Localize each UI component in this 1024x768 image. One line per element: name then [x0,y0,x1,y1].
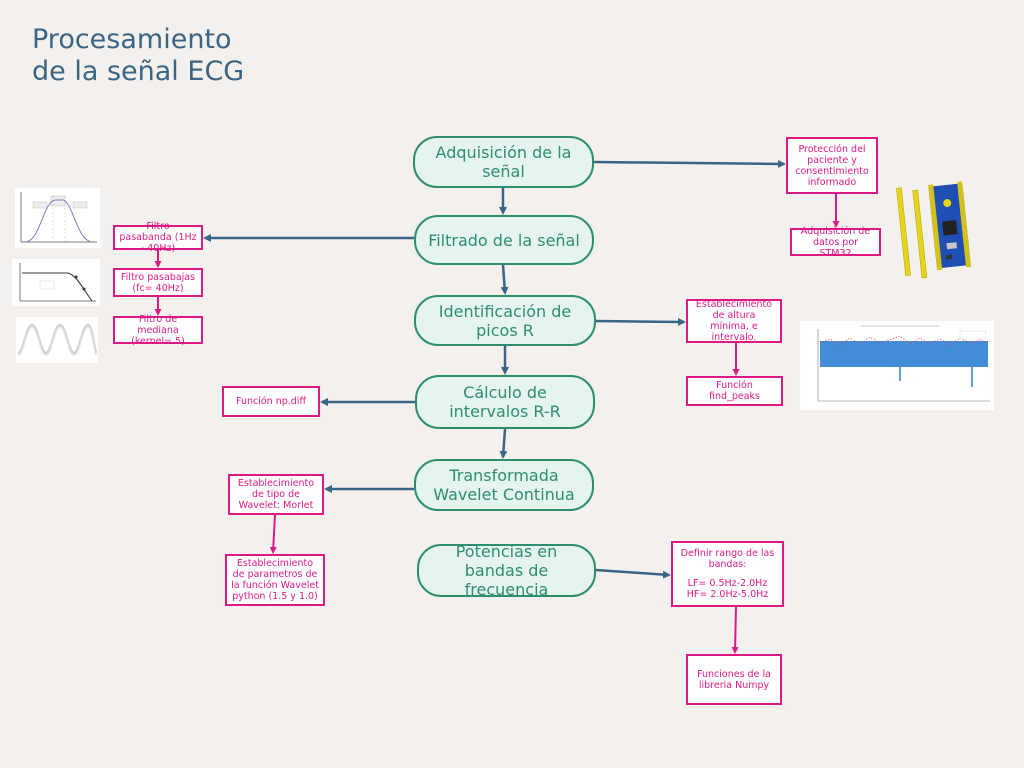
note-parametros-wavelet[interactable]: Establecimiento de parametros de la func… [225,554,325,606]
edge-wavelet-parametros [269,514,277,554]
step-adquisicion[interactable]: Adquisición de la señal [413,136,594,188]
note-altura-minima[interactable]: Establecimiento de altura mínima, e inte… [686,299,782,343]
step-calculo-label: Cálculo de intervalos R-R [449,383,561,421]
note-tipo-wavelet-label: Establecimiento de tipo de Wavelet: Morl… [237,478,315,511]
edge-adquisicion-proteccion [593,159,786,168]
step-transformada[interactable]: Transformada Wavelet Continua [414,459,594,511]
note-rango-hf: HF= 2.0Hz-5.0Hz [686,589,769,600]
note-adquisicion-stm32[interactable]: Adquisición de datos por STM32 [790,225,881,259]
note-numpy[interactable]: Funciones de la libreria Numpy [686,654,782,705]
title-line-1: Procesamiento [32,24,232,55]
step-identificacion-label: Identificación de picos R [438,301,572,340]
note-rango-lf: LF= 0.5Hz-2.0Hz [687,578,768,589]
median-plot-image [16,317,98,363]
note-adquisicion-stm32-label: Adquisición de datos por STM32 [800,225,871,259]
stm32-board-image [893,180,985,280]
edge-calculo-transformada [499,428,508,459]
note-numpy-label: Funciones de la libreria Numpy [697,668,771,691]
page-title: Procesamiento de la señal ECG [32,24,244,88]
note-rango-bandas[interactable]: Definir rango de las bandas: LF= 0.5Hz-2… [671,541,784,607]
note-find-peaks[interactable]: Función find_peaks [686,376,783,406]
note-filtro-pasabanda[interactable]: Filtro pasabanda (1Hz - 40Hz) [113,221,203,254]
peaks-plot-graphic [817,325,990,402]
step-filtrado-label: Filtrado de la señal [428,230,580,250]
step-calculo[interactable]: Cálculo de intervalos R-R [415,375,595,429]
note-filtro-pasabajas[interactable]: Filtro pasabajas (fc= 40Hz) [113,268,203,297]
note-filtro-pasabanda-label: Filtro pasabanda (1Hz - 40Hz) [119,221,197,254]
edge-identificacion-altura [595,317,686,326]
edge-rango-numpy [731,606,739,654]
note-np-diff[interactable]: Función np.diff [222,386,320,417]
step-transformada-label: Transformada Wavelet Continua [433,466,575,504]
step-potencias[interactable]: Potencias en bandas de frecuencia [417,542,596,599]
edge-filtrado-identificacion [500,264,509,295]
note-np-diff-label: Función np.diff [236,396,306,407]
note-altura-minima-label: Establecimiento de altura mínima, e inte… [695,299,773,343]
stm32-board-graphic [896,181,972,279]
step-filtrado[interactable]: Filtrado de la señal [414,215,594,265]
note-proteccion-label: Protección del paciente y consentimiento… [795,143,869,188]
note-filtro-mediana[interactable]: Filtro de mediana (kernel= 5) [113,313,203,347]
lowpass-plot-graphic [19,263,96,302]
edge-potencias-rango [595,568,671,579]
note-rango-bandas-title: Definir rango de las bandas: [680,548,775,570]
note-filtro-pasabajas-label: Filtro pasabajas (fc= 40Hz) [120,271,196,294]
note-tipo-wavelet[interactable]: Establecimiento de tipo de Wavelet: Morl… [228,474,324,515]
note-proteccion[interactable]: Protección del paciente y consentimiento… [786,137,878,194]
step-potencias-label: Potencias en bandas de frecuencia [455,542,558,599]
note-parametros-wavelet-label: Establecimiento de parametros de la func… [231,558,319,602]
median-plot-graphic [17,323,98,356]
bandpass-plot-image [15,188,100,248]
lowpass-plot-image [12,259,100,306]
title-line-2: de la señal ECG [32,56,245,87]
step-identificacion[interactable]: Identificación de picos R [414,295,596,346]
bandpass-plot-graphic [20,192,97,243]
note-filtro-mediana-label: Filtro de mediana (kernel= 5) [131,313,185,347]
step-adquisicion-label: Adquisición de la señal [435,143,572,181]
note-find-peaks-label: Función find_peaks [709,380,760,402]
peaks-plot-image [800,321,994,410]
